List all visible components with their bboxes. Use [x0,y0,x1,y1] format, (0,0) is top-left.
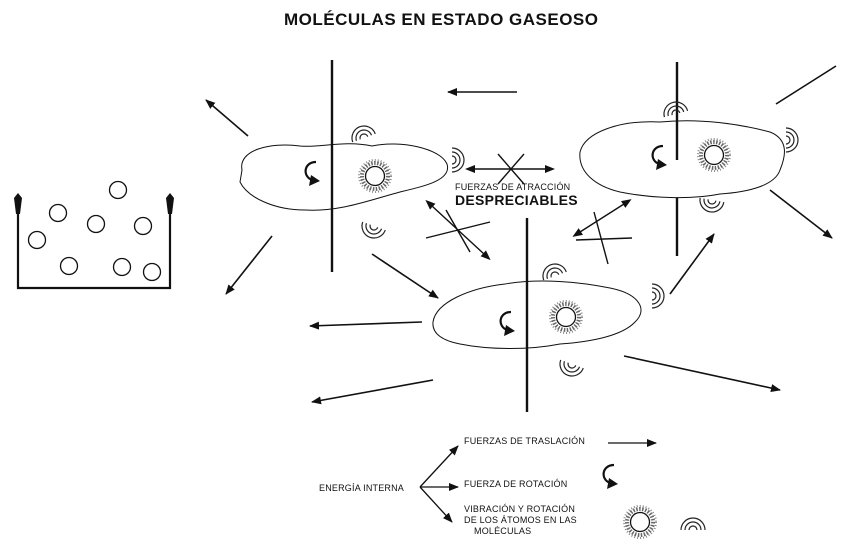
attraction-label-line1: FUERZAS DE ATRACCIÓN [455,182,571,192]
gas-particle [59,256,79,276]
vibration-halo-icon [348,122,376,143]
legend-vibration-line: DE LOS ÁTOMOS EN LAS [464,515,577,525]
gas-particle [142,262,162,282]
molecule-bottom [432,218,665,412]
vibration-halo-icon [539,260,567,281]
vibration-halo-icon [651,283,665,309]
vibration-halo-icon [358,221,386,242]
legend-vibration-line: VIBRACIÓN Y ROTACIÓN [464,504,576,514]
gas-particle [112,257,132,277]
vibration-halo-icon [451,147,465,173]
legend-vibration-line: MOLÉCULAS [474,526,532,536]
legend-halo-icon [680,517,706,531]
page-title: MOLÉCULAS EN ESTADO GASEOSO [284,10,599,29]
gas-particle [133,216,153,236]
vibration-halo-icon [660,98,689,118]
vibration-halo-icon [785,127,799,153]
gas-particle [27,230,47,250]
legend-root-label: ENERGÍA INTERNA [319,483,405,493]
vibration-halo-icon [697,197,725,215]
gas-particle [86,214,106,234]
vibration-halo-icon [556,359,584,380]
legend-vibration-label: VIBRACIÓN Y ROTACIÓN DE LOS ÁTOMOS EN LA… [464,504,577,537]
legend-arrows [419,439,657,523]
legend-rotation-label: FUERZA DE ROTACIÓN [464,479,568,489]
container [14,180,174,290]
translation-arrows [205,65,837,405]
attraction-label-line2: DESPRECIABLES [455,192,578,208]
gas-particle [108,180,128,200]
attraction-arrows-crossed [425,153,633,265]
legend-translation-label: FUERZAS DE TRASLACIÓN [464,436,586,446]
legend-atom-icon [622,504,658,540]
gas-particle [48,203,68,223]
molecule-left [239,60,465,272]
legend-rotation-icon [602,463,620,491]
molecule-right [579,62,799,256]
